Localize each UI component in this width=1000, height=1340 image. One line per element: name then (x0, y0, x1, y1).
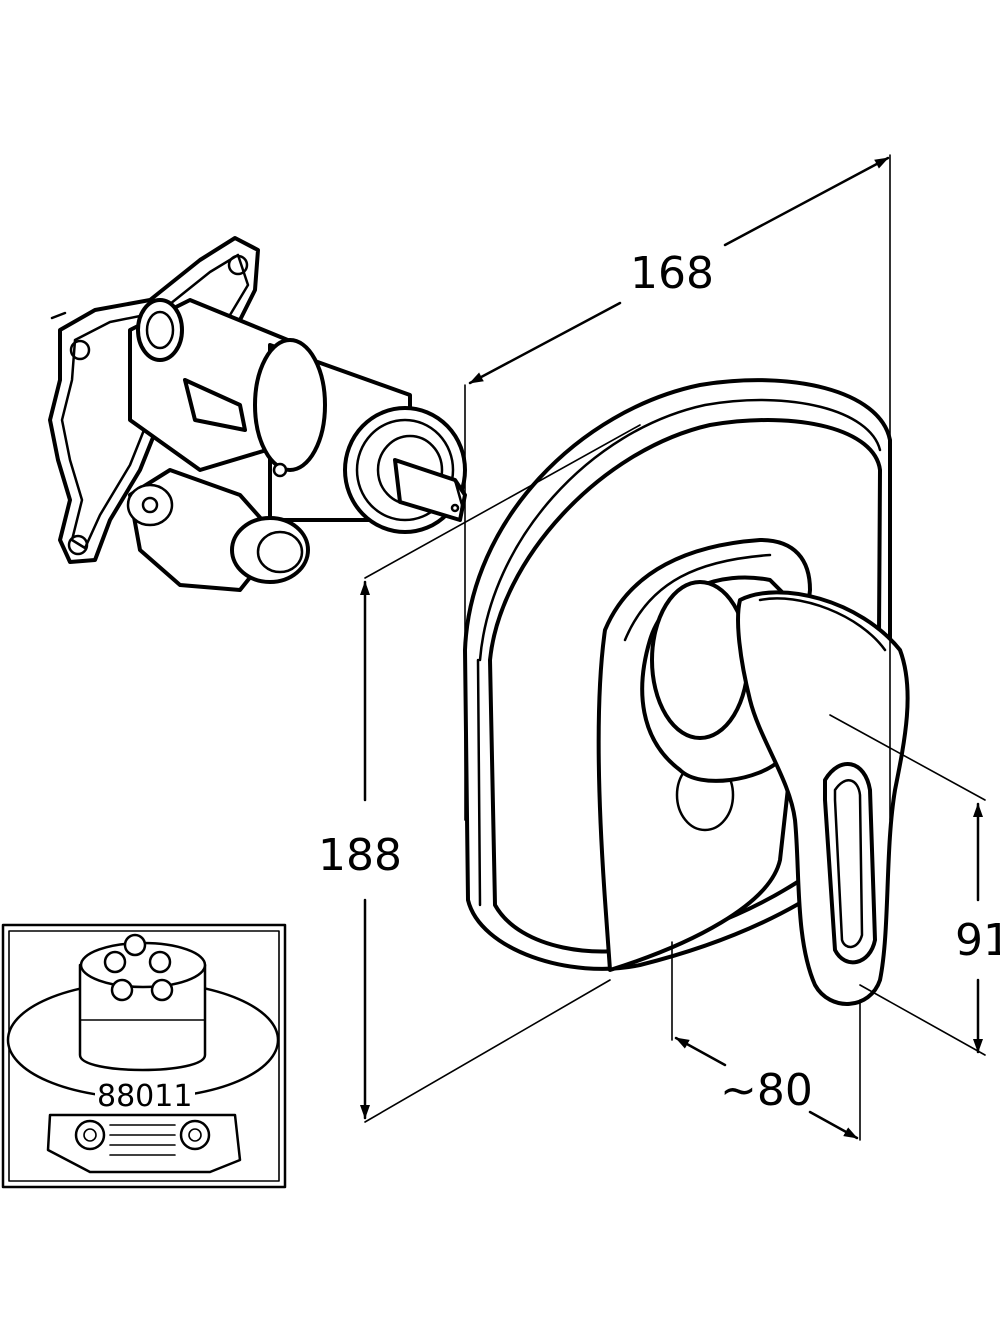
dimension-width-label: 168 (630, 248, 714, 299)
concealed-valve-body (48, 236, 467, 592)
inset-part-number: 88011 (97, 1079, 192, 1114)
dimension-height-label: 188 (318, 830, 402, 881)
dimension-depth-label: ~80 (720, 1065, 813, 1116)
dimension-lever-height-label: 91 (955, 915, 1000, 966)
trim-plate-with-lever (463, 378, 910, 1006)
dimension-lines (360, 154, 986, 1141)
inset-box (1, 923, 287, 1189)
